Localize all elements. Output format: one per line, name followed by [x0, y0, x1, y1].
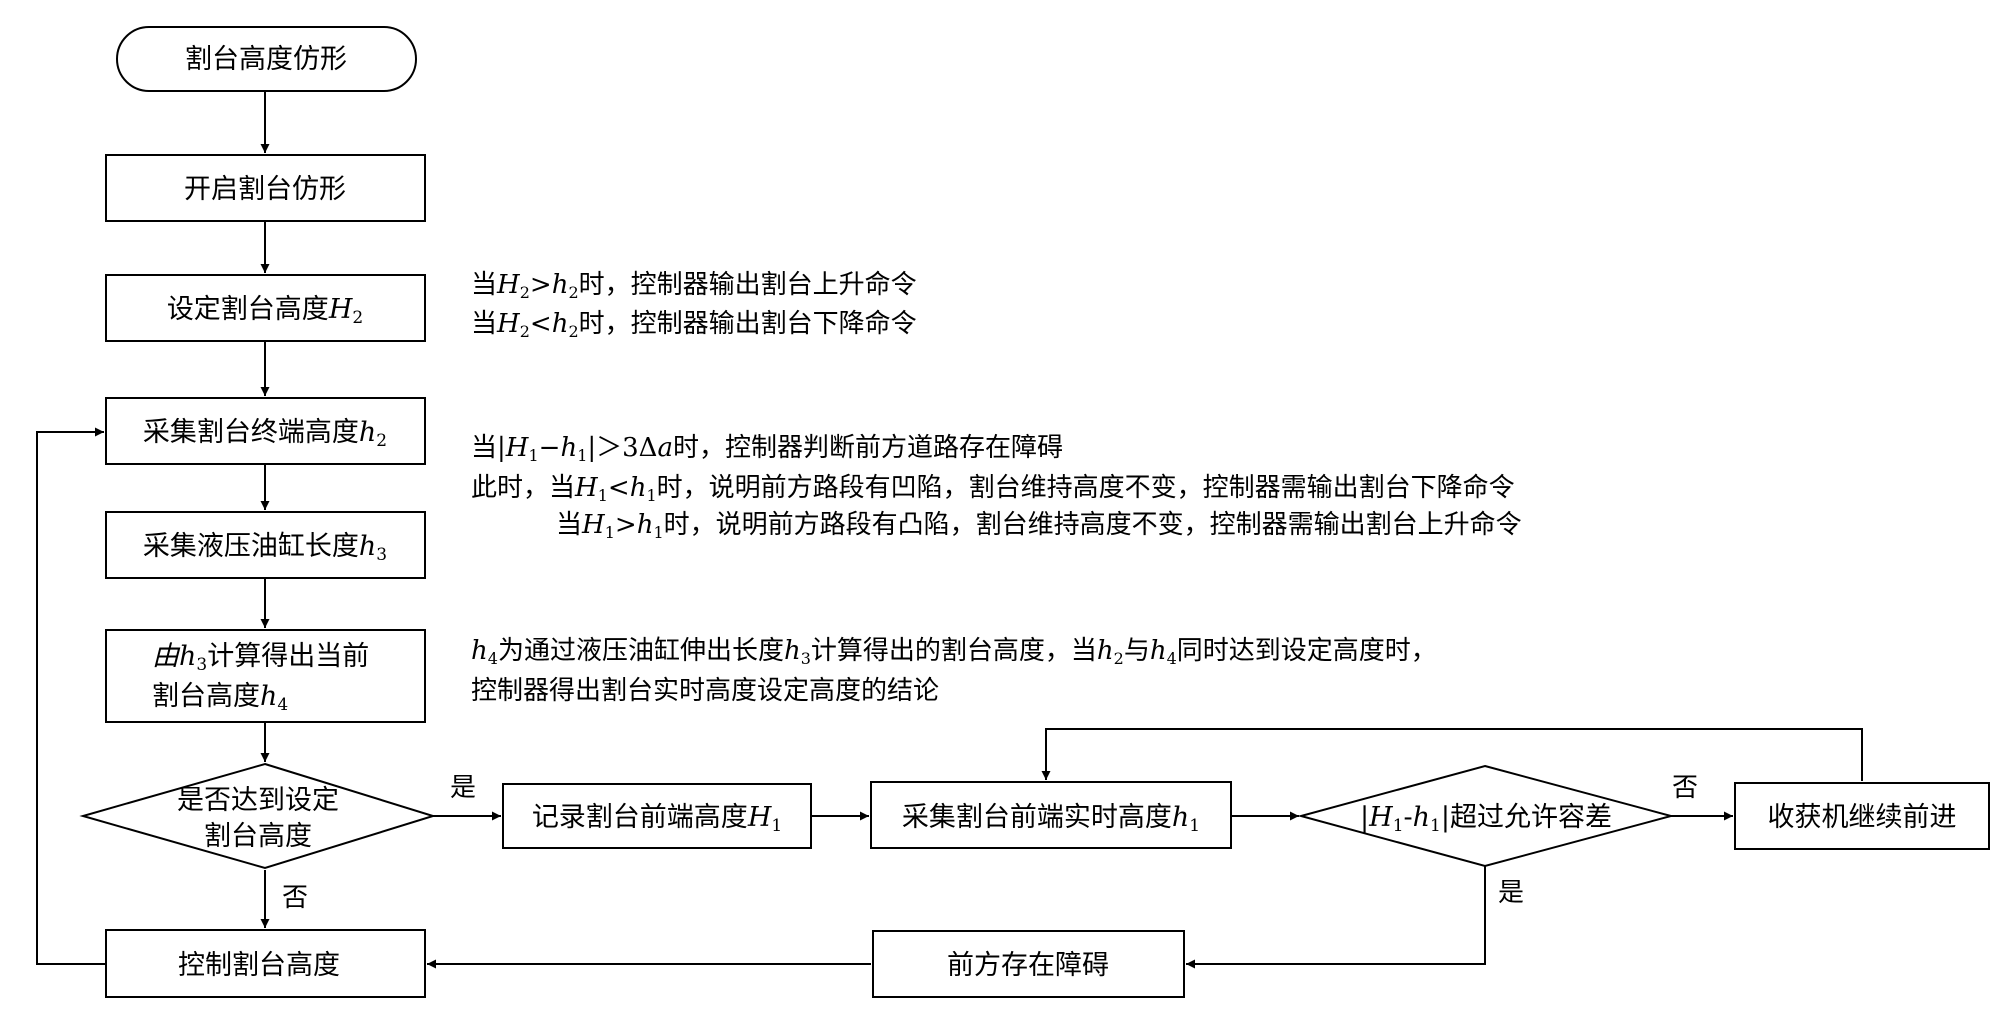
node-collect-front-label: 采集割台前端实时高度h1	[902, 802, 1200, 836]
node-record-front: 记录割台前端高度H1	[502, 783, 812, 849]
node-decision-reached: 是否达到设定 割台高度	[79, 762, 437, 870]
note-set-rule-line2: 当H2<h2时，控制器输出割台下降命令	[471, 309, 917, 341]
node-obstacle-label: 前方存在障碍	[947, 950, 1109, 981]
edge-continue-loop-back	[1041, 728, 1863, 781]
note-set-rule-line1: 当H2>h2时，控制器输出割台上升命令	[471, 270, 917, 302]
node-collect-end-height: 采集割台终端高度h2	[105, 397, 426, 465]
node-set-height-label: 设定割台高度H2	[167, 294, 363, 328]
node-continue-label: 收获机继续前进	[1768, 802, 1957, 833]
note-calc-line1: h4为通过液压油缸伸出长度h3计算得出的割台高度，当h2与h4同时达到设定高度时…	[471, 636, 1437, 668]
edge-label-yes-1: 是	[450, 773, 476, 803]
node-record-front-label: 记录割台前端高度H1	[532, 802, 782, 836]
node-control-height-label: 控制割台高度	[178, 950, 340, 981]
edge-label-no-2: 否	[1672, 773, 1698, 803]
node-collect-end-height-label: 采集割台终端高度h2	[143, 417, 387, 451]
node-obstacle: 前方存在障碍	[872, 930, 1185, 998]
node-control-height: 控制割台高度	[105, 929, 426, 998]
node-collect-cylinder: 采集液压油缸长度h3	[105, 511, 426, 579]
node-enable-label: 开启割台仿形	[184, 174, 346, 205]
edge-decision2-to-obstacle	[1186, 866, 1486, 969]
edge-labels: 是 否 否 是	[282, 773, 1698, 913]
node-decision-tolerance: |H1-h1|超过允许容差	[1297, 764, 1675, 868]
node-decision-tolerance-label: |H1-h1|超过允许容差	[1360, 802, 1612, 836]
note-obstacle-rule-line2: 此时，当H1<h1时，说明前方路段有凹陷，割台维持高度不变，控制器需输出割台下降…	[471, 473, 1515, 505]
node-calc-height-line2: 割台高度h4	[152, 681, 288, 715]
node-calc-height-line1: 由h3计算得出当前	[152, 641, 369, 675]
edges	[36, 91, 1863, 969]
note-set-rule: 当H2>h2时，控制器输出割台上升命令 当H2<h2时，控制器输出割台下降命令	[471, 270, 917, 341]
node-collect-cylinder-label: 采集液压油缸长度h3	[143, 531, 387, 565]
node-start: 割台高度仿形	[116, 26, 417, 92]
note-obstacle-rule-line3: 当H1>h1时，说明前方路段有凸陷，割台维持高度不变，控制器需输出割台上升命令	[556, 510, 1522, 542]
note-calc-line2: 控制器得出割台实时高度设定高度的结论	[471, 676, 939, 706]
node-enable: 开启割台仿形	[105, 154, 426, 222]
edge-label-yes-2: 是	[1498, 878, 1524, 908]
note-obstacle-rule: 当|H1−h1|＞3Δa时，控制器判断前方道路存在障碍 此时，当H1<h1时，说…	[471, 433, 1522, 542]
note-obstacle-rule-line1: 当|H1−h1|＞3Δa时，控制器判断前方道路存在障碍	[471, 433, 1063, 465]
node-start-label: 割台高度仿形	[185, 44, 347, 75]
note-calc: h4为通过液压油缸伸出长度h3计算得出的割台高度，当h2与h4同时达到设定高度时…	[471, 636, 1437, 706]
node-calc-height: 由h3计算得出当前 割台高度h4	[105, 629, 426, 723]
edge-label-no-1: 否	[282, 883, 308, 913]
edge-control-loop-back	[36, 427, 106, 965]
node-continue: 收获机继续前进	[1734, 782, 1990, 850]
node-decision-reached-line2: 割台高度	[204, 821, 312, 852]
node-collect-front: 采集割台前端实时高度h1	[870, 781, 1232, 849]
node-set-height: 设定割台高度H2	[105, 274, 426, 342]
node-decision-reached-line1: 是否达到设定	[177, 785, 339, 816]
